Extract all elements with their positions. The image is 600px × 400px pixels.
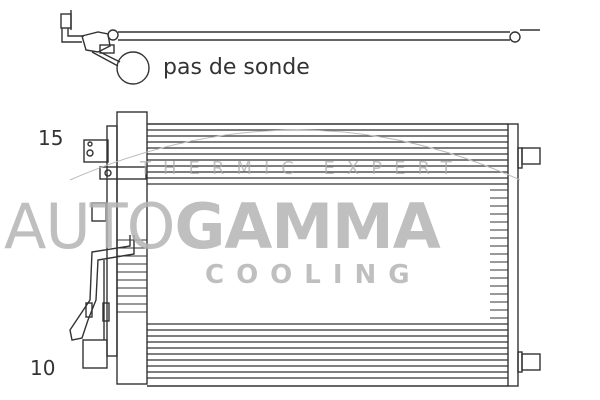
- watermark-brand: AUTOGAMMA: [4, 190, 441, 263]
- tube-stubs: [117, 189, 508, 319]
- tube-bank-top: [147, 129, 508, 185]
- tube-bank-bottom: [147, 323, 508, 379]
- probe-note-label: pas de sonde: [163, 55, 310, 80]
- probe-assembly: [60, 10, 540, 85]
- watermark-brand-thin: AUTO: [4, 190, 175, 263]
- condenser-core: [69, 111, 541, 387]
- watermark-brand-bold: GAMMA: [174, 190, 440, 263]
- dimension-label-top: 15: [38, 126, 64, 150]
- watermark-tagline: THERMIC EXPERT: [140, 158, 464, 179]
- watermark-arc: [69, 129, 521, 181]
- watermark-subtitle: COOLING: [205, 260, 422, 290]
- dimension-label-bottom: 10: [30, 356, 56, 380]
